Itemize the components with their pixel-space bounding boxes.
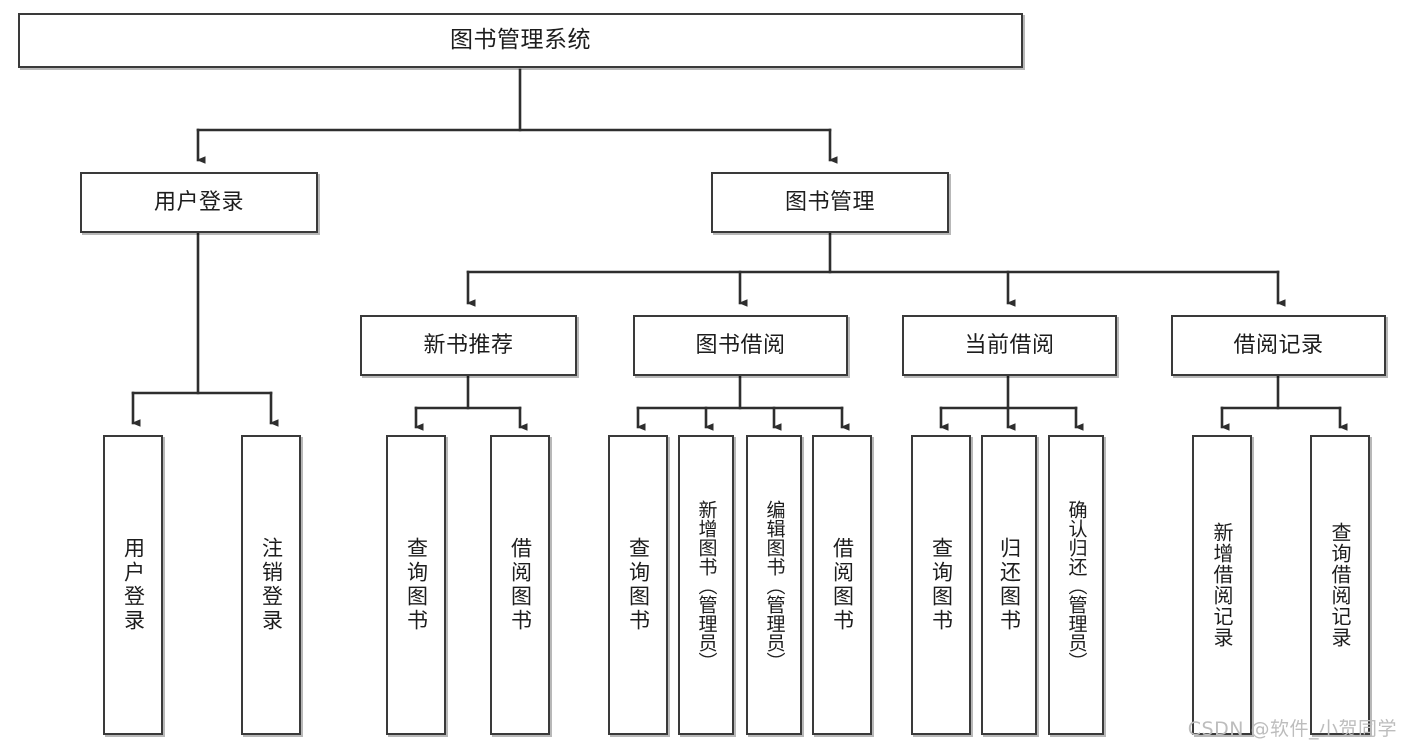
- node-label: 确认归还（管理员）: [1065, 499, 1088, 671]
- node-label: 查询图书: [404, 537, 429, 633]
- node-leaf-query-borrow-record[interactable]: 查询借阅记录: [1310, 435, 1370, 735]
- node-label: 用户登录: [153, 189, 244, 215]
- node-label: 当前借阅: [964, 332, 1055, 358]
- node-borrow-record[interactable]: 借阅记录: [1171, 315, 1386, 376]
- node-label: 新书推荐: [423, 332, 514, 358]
- node-label: 注销登录: [259, 537, 284, 633]
- node-new-book-recommend[interactable]: 新书推荐: [360, 315, 577, 376]
- node-label: 图书管理系统: [450, 26, 591, 53]
- node-leaf-confirm-return-admin[interactable]: 确认归还（管理员）: [1048, 435, 1104, 735]
- node-label: 查询图书: [929, 537, 954, 633]
- node-label: 借阅记录: [1233, 332, 1324, 358]
- node-label: 编辑图书（管理员）: [763, 499, 786, 671]
- node-label: 用户登录: [121, 537, 146, 633]
- node-label: 查询借阅记录: [1328, 522, 1352, 648]
- node-leaf-user-login[interactable]: 用户登录: [103, 435, 163, 735]
- node-leaf-query-book-recommend[interactable]: 查询图书: [386, 435, 446, 735]
- node-label: 图书管理: [784, 189, 875, 215]
- node-label: 查询图书: [626, 537, 651, 633]
- node-leaf-return-book[interactable]: 归还图书: [981, 435, 1037, 735]
- node-leaf-borrow-book-recommend[interactable]: 借阅图书: [490, 435, 550, 735]
- node-label: 新增图书（管理员）: [695, 499, 718, 671]
- node-leaf-add-book-admin[interactable]: 新增图书（管理员）: [678, 435, 734, 735]
- node-label: 归还图书: [997, 537, 1022, 633]
- node-label: 新增借阅记录: [1210, 522, 1234, 648]
- node-label: 借阅图书: [508, 537, 533, 633]
- node-leaf-borrow-book[interactable]: 借阅图书: [812, 435, 872, 735]
- node-current-borrow[interactable]: 当前借阅: [902, 315, 1117, 376]
- node-leaf-user-logout[interactable]: 注销登录: [241, 435, 301, 735]
- node-root-book-management-system[interactable]: 图书管理系统: [18, 13, 1023, 68]
- node-book-borrow[interactable]: 图书借阅: [633, 315, 848, 376]
- node-label: 借阅图书: [830, 537, 855, 633]
- node-book-management[interactable]: 图书管理: [711, 172, 949, 233]
- node-leaf-query-book-current[interactable]: 查询图书: [911, 435, 971, 735]
- node-label: 图书借阅: [695, 332, 786, 358]
- node-leaf-edit-book-admin[interactable]: 编辑图书（管理员）: [746, 435, 802, 735]
- node-user-login[interactable]: 用户登录: [80, 172, 318, 233]
- node-leaf-add-borrow-record[interactable]: 新增借阅记录: [1192, 435, 1252, 735]
- node-leaf-query-book-borrow[interactable]: 查询图书: [608, 435, 668, 735]
